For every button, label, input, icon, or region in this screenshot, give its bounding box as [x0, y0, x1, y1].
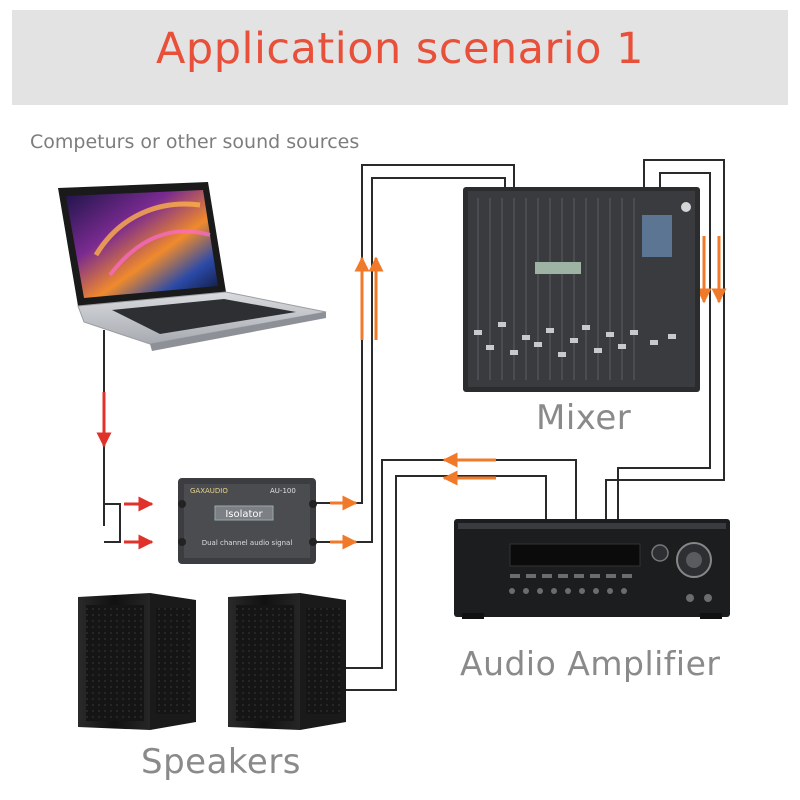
signal-arrows: [96, 236, 727, 550]
source-caption: Competurs or other sound sources: [30, 131, 360, 153]
isolator-model: AU-100: [270, 487, 296, 495]
isolator-subtitle: Dual channel audio signal: [202, 539, 293, 547]
mixer-label: Mixer: [536, 398, 632, 438]
isolator-name: Isolator: [225, 509, 263, 520]
title-banner: [12, 10, 788, 105]
mixer-icon: [463, 187, 700, 392]
isolator-brand: GAXAUDIO: [190, 487, 228, 495]
page-title: Application scenario 1: [156, 24, 644, 74]
laptop-icon: [58, 182, 327, 351]
speakers-icon: [78, 593, 346, 730]
speakers-label: Speakers: [141, 742, 302, 782]
amplifier-icon: [454, 519, 730, 619]
isolator-device-icon: [178, 478, 317, 564]
amplifier-label: Audio Amplifier: [460, 644, 721, 683]
